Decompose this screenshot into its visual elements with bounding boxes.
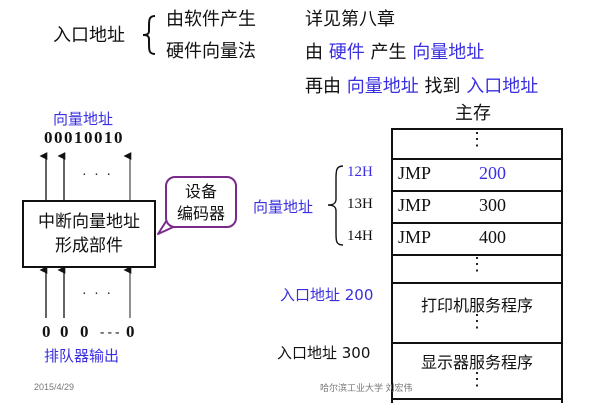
entry-address-300: 入口地址 300	[277, 344, 371, 362]
method-hardware-vector: 硬件向量法	[166, 41, 256, 62]
address-13h: 13H	[347, 196, 373, 212]
memory-row-13h: JMP 300	[393, 190, 561, 222]
block-line-1: 中断向量地址	[38, 212, 140, 232]
display-service-routine: 显示器服务程序 ⋮	[393, 342, 561, 400]
address-14h: 14H	[347, 228, 373, 244]
address-12h: 12H	[347, 164, 373, 180]
memory-row-12h: JMP 200	[393, 158, 561, 190]
input-bit-2: 0	[60, 322, 69, 341]
queue-output-label: 排队器输出	[44, 347, 120, 365]
main-memory-table: ⋮ JMP 200 JMP 300 JMP 400 ⋮ 打印机服务程序 ⋮ 显示…	[391, 128, 563, 403]
callout-line-1: 设备	[184, 182, 217, 201]
footer-author: 哈尔滨工业大学 刘宏伟	[320, 383, 413, 393]
memory-row-14h: JMP 400	[393, 222, 561, 254]
device-encoder-callout: 设备 编码器	[165, 176, 237, 228]
callout-line-2: 编码器	[176, 204, 225, 223]
input-bit-3: 0	[80, 322, 89, 341]
note-vector-finds-entry: 再由 向量地址 找到 入口地址	[305, 76, 539, 97]
printer-service-routine: 打印机服务程序 ⋮	[393, 282, 561, 342]
main-memory-title: 主存	[455, 103, 491, 124]
memory-gap-middle: ⋮	[393, 254, 561, 282]
method-software: 由软件产生	[166, 9, 256, 30]
interrupt-vector-address-unit: 中断向量地址 形成部件	[22, 200, 156, 268]
vector-group-brace-icon	[327, 165, 344, 246]
output-ellipsis: · · ·	[82, 168, 113, 183]
entry-address-200: 入口地址 200	[280, 286, 374, 304]
vector-address-label: 向量地址	[53, 110, 114, 128]
footer-date: 2015/4/29	[34, 382, 75, 392]
block-line-2: 形成部件	[55, 236, 123, 256]
entry-address-label: 入口地址	[53, 25, 125, 46]
input-ellipsis: · · ·	[82, 287, 113, 302]
memory-gap-top: ⋮	[393, 128, 561, 158]
signal-arrows	[39, 152, 132, 318]
vector-address-bits: 00010010	[44, 128, 124, 147]
vector-group-label: 向量地址	[253, 198, 314, 216]
input-bit-n: 0	[126, 322, 135, 341]
input-bit-1: 0	[42, 322, 51, 341]
input-bits-ellipsis: - - -	[100, 324, 120, 339]
left-brace-icon	[142, 15, 156, 55]
note-see-chapter-8: 详见第八章	[305, 9, 395, 30]
note-hardware-generates-vector: 由 硬件 产生 向量地址	[305, 42, 485, 63]
